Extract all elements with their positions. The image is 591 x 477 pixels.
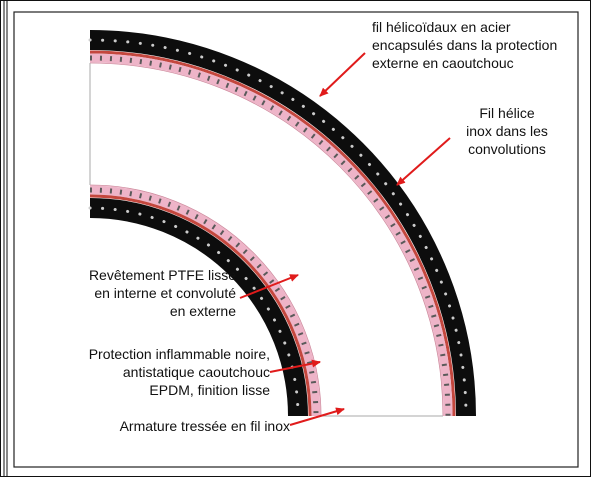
label-fil-helicoidaux: fil hélicoïdaux en acier encapsulés dans… bbox=[372, 18, 557, 72]
arrow-armature-tressee bbox=[289, 407, 345, 426]
outer-bend-braid bbox=[88, 38, 468, 418]
arrow-protection-inflammable bbox=[269, 359, 321, 373]
label-line: inox dans les bbox=[466, 123, 548, 139]
outer-bend-inner-edge bbox=[89, 62, 444, 417]
arrow-fil-helicoidaux bbox=[319, 52, 366, 97]
inner-hose-bend bbox=[88, 184, 322, 418]
outer-bend-red-line bbox=[89, 50, 456, 417]
label-line: en externe bbox=[169, 303, 236, 319]
label-armature-tressee: Armature tressée en fil inox bbox=[20, 417, 290, 435]
arrow-revetement-ptfe bbox=[239, 274, 299, 299]
outer-bend-convolutions bbox=[89, 55, 451, 417]
label-line: externe en caoutchouc bbox=[372, 55, 514, 71]
outer-hose-bend bbox=[88, 30, 476, 418]
label-protection-inflammable: Protection inflammable noire, antistatiq… bbox=[20, 345, 270, 399]
label-line: EPDM, finition lisse bbox=[149, 382, 270, 398]
label-line: encapsulés dans la protection bbox=[372, 37, 558, 53]
label-line: convolutions bbox=[468, 141, 546, 157]
label-line: Armature tressée en fil inox bbox=[119, 418, 290, 434]
inner-bend-convolutions bbox=[89, 187, 319, 417]
arrow-fil-helice-inox bbox=[396, 137, 451, 186]
label-line: Fil hélice bbox=[479, 105, 535, 121]
label-line: fil hélicoïdaux en acier bbox=[372, 19, 511, 35]
label-line: en interne et convoluté bbox=[94, 285, 236, 301]
label-line: antistatique caoutchouc bbox=[122, 364, 270, 380]
label-line: Protection inflammable noire, bbox=[88, 346, 270, 362]
inner-frame bbox=[13, 11, 579, 468]
inner-bend-braid bbox=[88, 206, 300, 418]
label-fil-helice-inox: Fil hélice inox dans les convolutions bbox=[452, 104, 562, 158]
label-revetement-ptfe: Revêtement PTFE lisse en interne et conv… bbox=[20, 266, 236, 320]
label-line: Revêtement PTFE lisse bbox=[88, 267, 236, 283]
inner-bend-red-line bbox=[89, 194, 312, 417]
